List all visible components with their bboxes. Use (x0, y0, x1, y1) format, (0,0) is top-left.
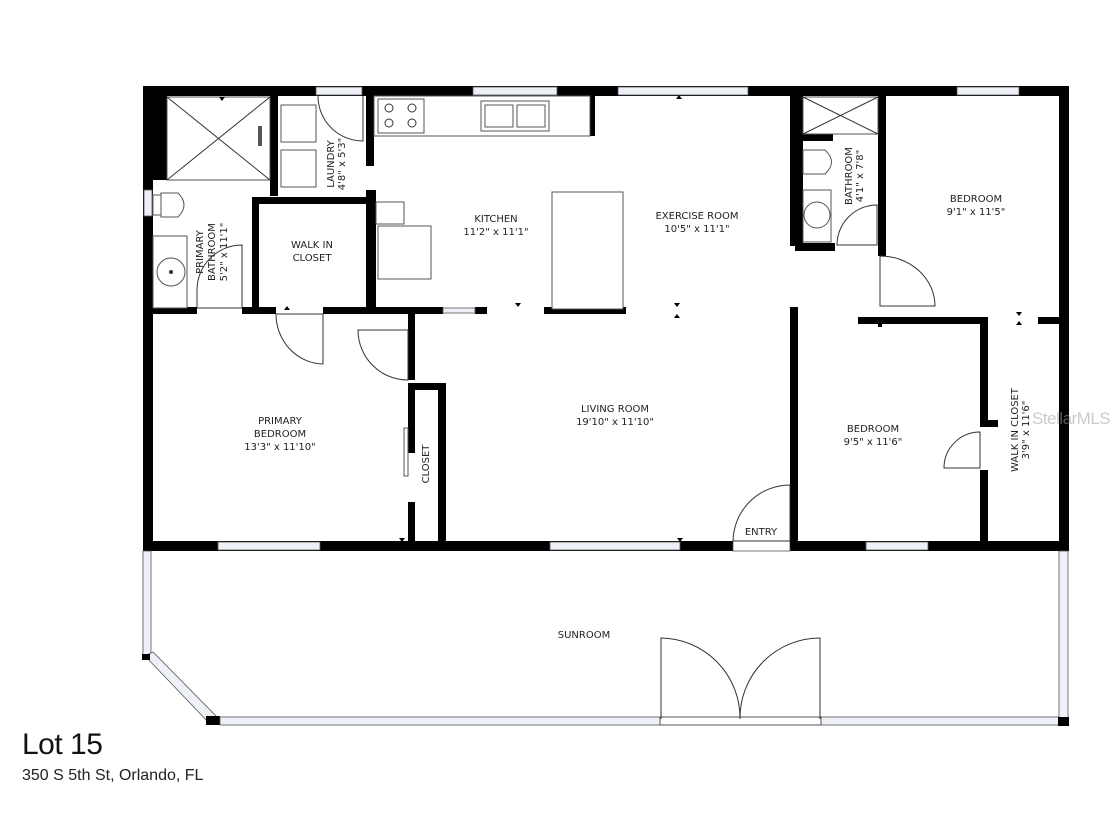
door-swing (879, 255, 936, 307)
laundry-dims: 4'8" x 5'3" (337, 138, 348, 190)
bedroom-se-label: BEDROOM (847, 424, 899, 435)
french-doors (659, 637, 822, 726)
window (956, 86, 1020, 96)
bathroom-label: BATHROOM (844, 147, 855, 205)
toilet-icon (152, 192, 185, 218)
shower-primary (166, 96, 271, 181)
kitchen-island (551, 191, 624, 310)
door-swing (317, 95, 364, 142)
toilet-icon (802, 149, 832, 175)
entry-door-swing (732, 484, 791, 542)
window (472, 86, 558, 96)
measurement-arrows (149, 95, 1022, 542)
kitchen-counter (373, 95, 591, 137)
watermark: StellarMLS (1032, 409, 1111, 428)
entry-label: ENTRY (745, 527, 778, 538)
refrigerator-icon (377, 225, 432, 280)
sink-icon (152, 235, 188, 309)
living-room-dims: 19'10" x 11'10" (576, 417, 654, 428)
sunroom-walls (142, 550, 1069, 726)
closet-door (403, 427, 409, 477)
kitchen-dims: 11'2" x 11'1" (463, 227, 528, 238)
door-swing (943, 431, 981, 469)
bathroom-dims: 4'1" x 7'8" (855, 150, 866, 202)
primary-bedroom-label-2: BEDROOM (254, 429, 306, 440)
sunroom-label: SUNROOM (558, 630, 610, 641)
room-labels: PRIMARY BATHROOM 5'2" x 11'1" LAUNDRY 4'… (195, 138, 1032, 641)
closet-label: CLOSET (421, 444, 432, 484)
washer-dryer-icon (280, 104, 317, 188)
primary-bathroom-label: PRIMARY (195, 229, 206, 274)
property-address: 350 S 5th St, Orlando, FL (22, 767, 204, 784)
property-title: Lot 15 (22, 728, 103, 761)
primary-bathroom-label-2: BATHROOM (207, 223, 218, 281)
interior-walls (153, 96, 1060, 547)
window (143, 189, 153, 217)
walk-in-closet-label-2: CLOSET (293, 253, 333, 264)
counter (375, 201, 405, 225)
door-swing (357, 329, 409, 381)
walk-in-closet-label: WALK IN (291, 240, 333, 251)
shower-east (802, 96, 879, 135)
primary-bedroom-dims: 13'3" x 11'10" (244, 442, 316, 453)
walk-in-closet-se-label: WALK IN CLOSET (1010, 387, 1021, 472)
bedroom-se-dims: 9'5" x 11'6" (844, 437, 903, 448)
window (217, 541, 321, 551)
entry-opening (732, 540, 791, 552)
bedroom-ne-label: BEDROOM (950, 194, 1002, 205)
door-swing (196, 244, 243, 309)
primary-bathroom-dims: 5'2" x 11'1" (219, 223, 230, 282)
sink-icon (802, 189, 832, 243)
kitchen-label: KITCHEN (474, 214, 517, 225)
walk-in-closet-se-dims: 3'9" x 11'6" (1021, 401, 1032, 460)
laundry-label: LAUNDRY (326, 139, 337, 187)
door-swing (836, 204, 878, 246)
window (617, 86, 749, 96)
primary-bedroom-label: PRIMARY (258, 416, 303, 427)
door-swing (275, 313, 324, 365)
exercise-room-label: EXERCISE ROOM (655, 211, 738, 222)
window (865, 541, 929, 551)
living-room-label: LIVING ROOM (581, 404, 649, 415)
exercise-room-dims: 10'5" x 11'1" (664, 224, 729, 235)
window (549, 541, 681, 551)
bedroom-ne-dims: 9'1" x 11'5" (947, 207, 1006, 218)
